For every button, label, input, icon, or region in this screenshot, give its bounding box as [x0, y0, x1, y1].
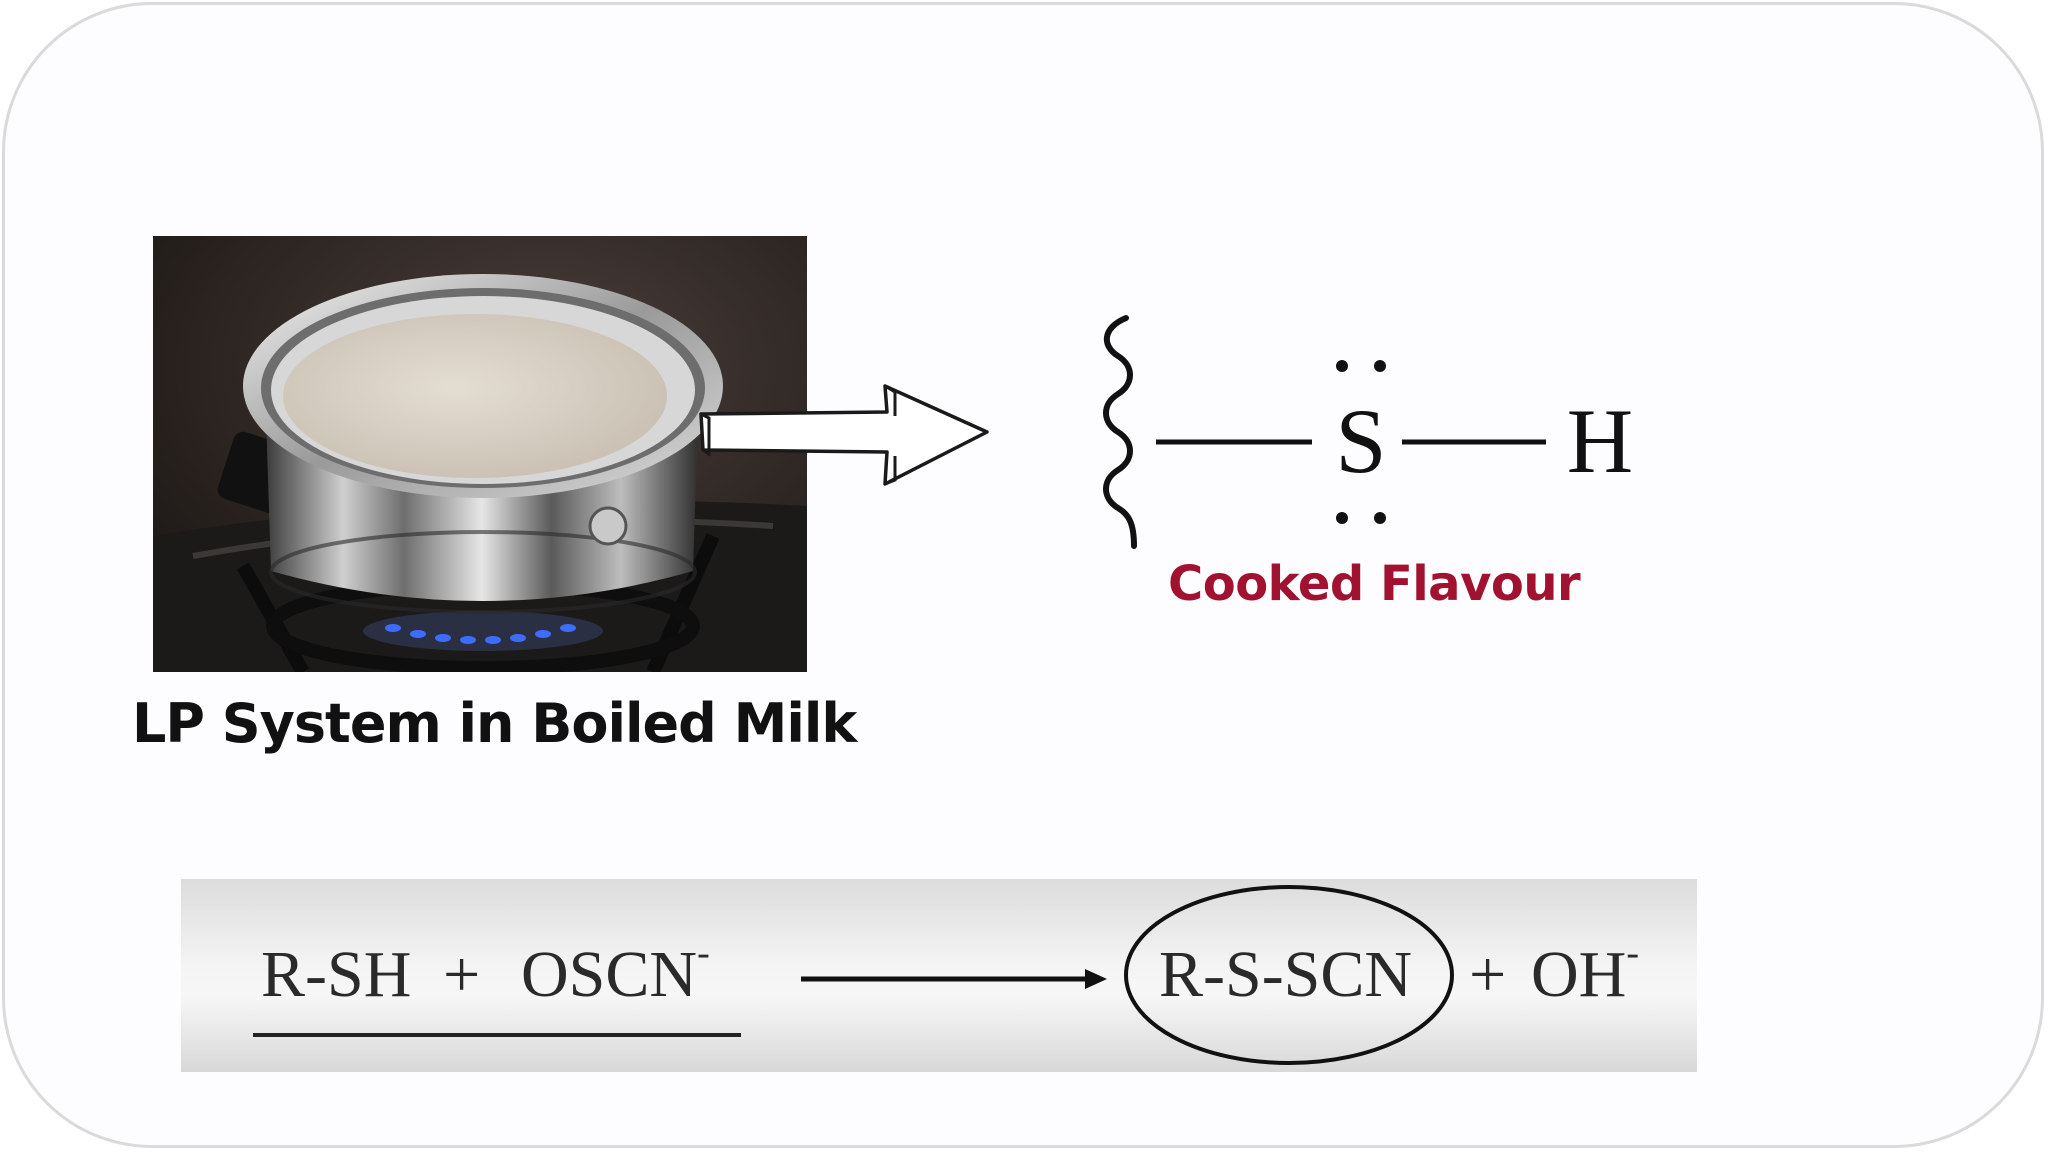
product-oh: OH- [1531, 932, 1639, 1011]
product-circle [1121, 881, 1461, 1072]
plus-sign-2: + [1469, 938, 1507, 1011]
reaction-arrow-icon [801, 965, 1111, 1000]
photo-caption: LP System in Boiled Milk [132, 692, 857, 755]
reactant-underline [253, 1033, 741, 1037]
reactant-rsh: R-SH [261, 938, 412, 1011]
hydrogen-atom: H [1567, 390, 1633, 492]
right-arrow-icon [695, 380, 995, 495]
product-rsscn: R-S-SCN [1159, 938, 1413, 1011]
reactant-oscn: OSCN- [521, 932, 710, 1011]
oh-charge: - [1626, 932, 1639, 974]
sulfur-atom: S [1335, 390, 1386, 492]
cooked-flavour-label: Cooked Flavour [1168, 556, 1581, 612]
thiol-structure: S H [1090, 310, 1650, 555]
plus-sign-1: + [443, 938, 481, 1011]
wavy-bond-icon [1103, 315, 1137, 549]
reaction-equation: R-SH + OSCN- R-S-SCN + OH- [181, 879, 1697, 1072]
oscn-charge: - [697, 932, 710, 974]
boiling-milk-photo [153, 236, 807, 672]
